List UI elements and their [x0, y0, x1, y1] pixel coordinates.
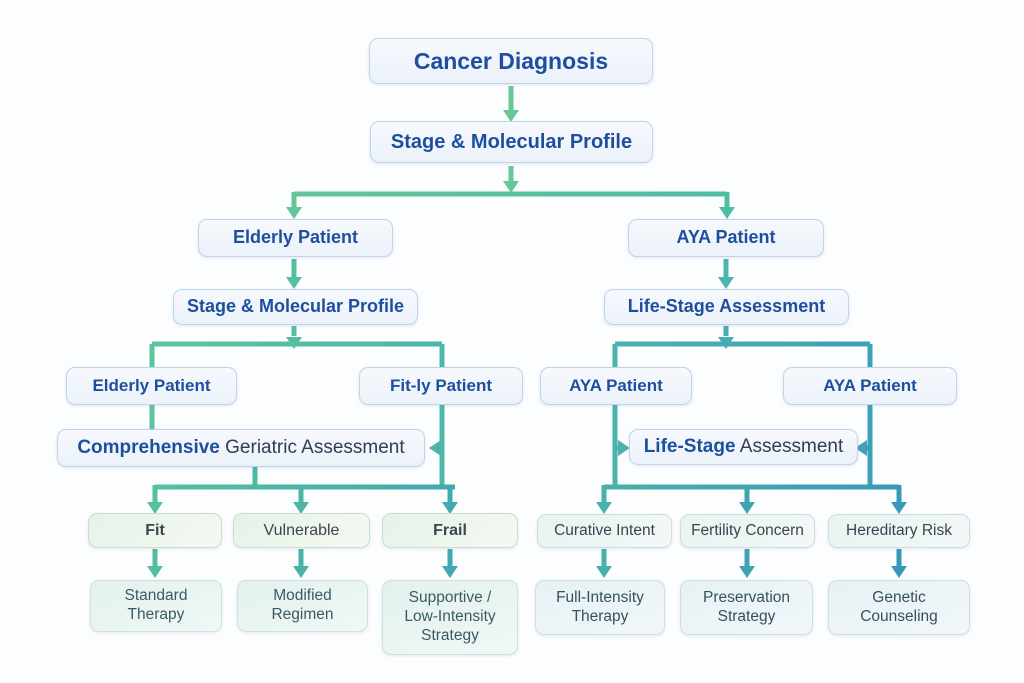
- connector-fitly-to-cga: [429, 440, 442, 456]
- node-supportive-low-intensity-strategy: Supportive / Low-Intensity Strategy: [382, 580, 518, 655]
- node-genetic-counseling: Genetic Counseling: [828, 580, 970, 635]
- connector-aya-to-lifestage: [718, 259, 734, 289]
- connector-elderly-to-stage2: [286, 259, 302, 289]
- node-cancer-diagnosis: Cancer Diagnosis: [369, 38, 653, 84]
- node-curative-intent: Curative Intent: [537, 514, 672, 548]
- node-standard-therapy: Standard Therapy: [90, 580, 222, 632]
- connector-right-leaf-arrows: [596, 549, 907, 578]
- node-aya-patient-2: AYA Patient: [540, 367, 692, 405]
- connector-right-category-split: [596, 484, 907, 514]
- node-fertility-concern: Fertility Concern: [680, 514, 815, 548]
- connector-left-leaf-arrows: [147, 549, 458, 578]
- node-preservation-strategy: Preservation Strategy: [680, 580, 813, 635]
- node-elderly-patient: Elderly Patient: [198, 219, 393, 257]
- node-modified-regimen: Modified Regimen: [237, 580, 368, 632]
- node-hereditary-risk: Hereditary Risk: [828, 514, 970, 548]
- node-aya-patient-3: AYA Patient: [783, 367, 957, 405]
- node-life-stage-assessment: Life-Stage Assessment: [604, 289, 849, 325]
- lifestage2-bold-label: Life-Stage: [643, 436, 736, 458]
- node-full-intensity-therapy: Full-Intensity Therapy: [535, 580, 665, 635]
- node-vulnerable: Vulnerable: [233, 513, 370, 548]
- node-life-stage-assessment-2: Life-Stage Assessment: [629, 429, 858, 465]
- node-frail: Frail: [382, 513, 518, 548]
- node-fitly-patient: Fit-ly Patient: [359, 367, 523, 405]
- connector-cga-split: [147, 467, 458, 514]
- node-stage-molecular-profile-2: Stage & Molecular Profile: [173, 289, 418, 325]
- node-comprehensive-geriatric-assessment: Comprehensive Geriatric Assessment: [57, 429, 425, 467]
- node-fit: Fit: [88, 513, 222, 548]
- node-stage-molecular-profile: Stage & Molecular Profile: [370, 121, 653, 163]
- node-elderly-patient-2: Elderly Patient: [66, 367, 237, 405]
- connector-root-to-stage: [503, 86, 519, 122]
- connector-into-lifestage2: [615, 440, 870, 456]
- lifestage2-rest-label: Assessment: [735, 436, 844, 458]
- connector-stage-split: [286, 166, 735, 219]
- node-aya-patient: AYA Patient: [628, 219, 824, 257]
- cga-rest-label: Geriatric Assessment: [219, 437, 405, 459]
- cga-bold-label: Comprehensive: [77, 437, 220, 459]
